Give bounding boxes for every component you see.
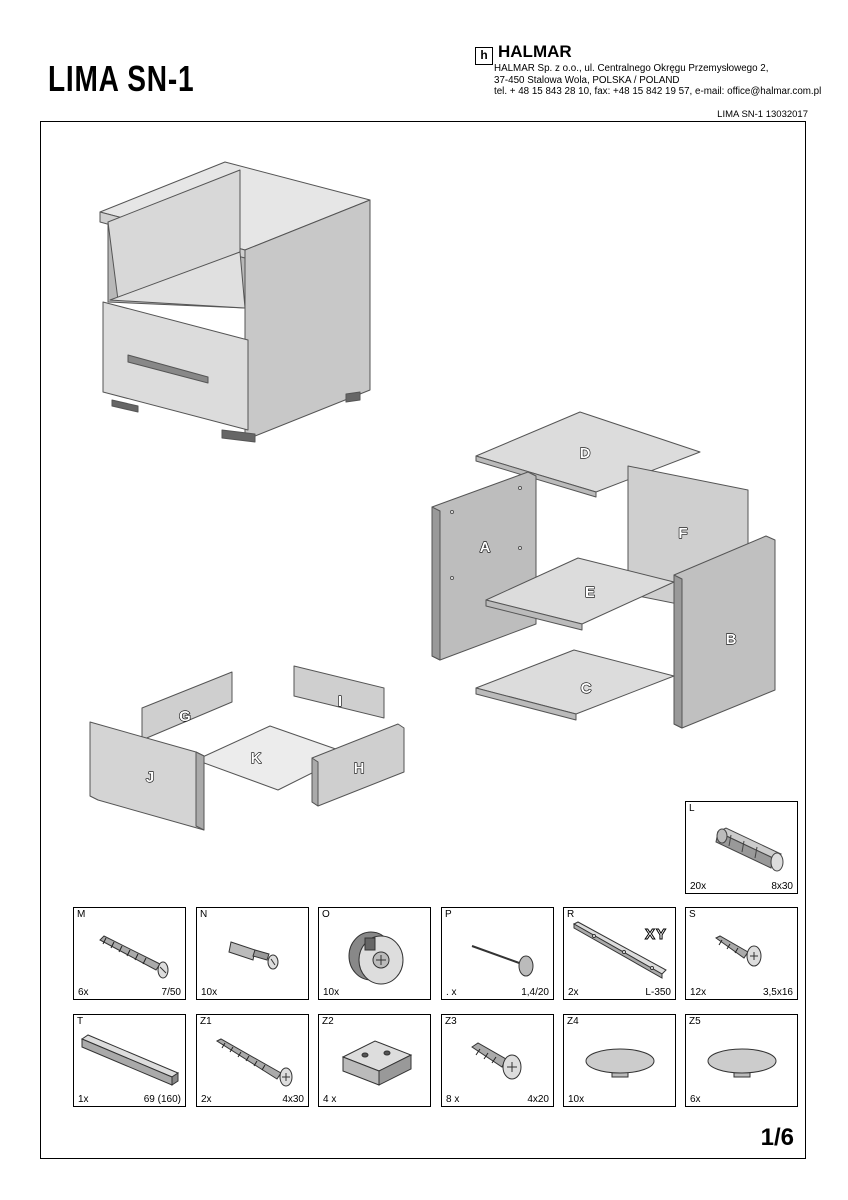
part-code: O (322, 909, 330, 920)
long-screw-icon (215, 1038, 293, 1087)
glide-pad-icon (585, 1048, 655, 1078)
connector-bolt-icon (228, 941, 279, 970)
part-box-n: N 10x (196, 907, 309, 1000)
glide-pad-icon (707, 1048, 777, 1078)
panel-label-e: E (585, 584, 595, 601)
part-box-z1: Z1 2x 4x30 (196, 1014, 309, 1107)
instruction-frame (40, 121, 806, 1159)
part-quantity: 10x (323, 987, 340, 998)
panel-label-j: J (146, 769, 154, 786)
handle-bar-icon (80, 1034, 180, 1086)
part-box-m: M 6x 7/50 (73, 907, 186, 1000)
part-quantity: 8 x (446, 1094, 460, 1105)
part-size: 69 (160) (143, 1094, 181, 1105)
part-code: P (445, 909, 452, 920)
part-code: M (77, 909, 86, 920)
part-quantity: 20x (690, 881, 707, 892)
part-size: 1,4/20 (521, 987, 549, 998)
part-box-l: L 20x 8x30 (685, 801, 798, 894)
panel-label-c: C (581, 680, 592, 697)
brand-name: h HALMAR (475, 42, 572, 65)
part-size: 3,5x16 (762, 987, 793, 998)
address-line: tel. + 48 15 843 28 10, fax: +48 15 842 … (494, 86, 822, 97)
part-code: R (567, 909, 575, 920)
exploded-drawer: G I K J H (89, 665, 405, 831)
part-box-r: R XY 2x L-350 (563, 907, 676, 1000)
part-code: Z3 (445, 1016, 457, 1027)
part-code: L (689, 803, 695, 814)
part-quantity: 12x (690, 987, 707, 998)
part-box-z2: Z2 4 x (318, 1014, 431, 1107)
flange-screw-icon (471, 1042, 522, 1080)
part-size: 8x30 (771, 881, 793, 892)
part-quantity: 2x (201, 1094, 212, 1105)
part-code: Z2 (322, 1016, 334, 1027)
panel-label-f: F (678, 525, 687, 542)
panel-label-k: K (251, 750, 262, 767)
panel-label-h: H (354, 760, 365, 777)
part-code: Z5 (689, 1016, 701, 1027)
confirmat-screw-icon (99, 935, 169, 979)
short-screw-icon (715, 935, 762, 967)
part-quantity: . x (446, 987, 457, 998)
halmar-logo-icon: h (475, 47, 493, 65)
part-box-z3: Z3 8 x 4x20 (441, 1014, 554, 1107)
part-box-z4: Z4 10x (563, 1014, 676, 1107)
part-code: N (200, 909, 208, 920)
part-code: Z1 (200, 1016, 212, 1027)
panel-label-d: D (580, 445, 591, 462)
part-box-o: O 10x (318, 907, 431, 1000)
company-address: HALMAR Sp. z o.o., ul. Centralnego Okręg… (494, 63, 821, 98)
part-code: T (77, 1016, 84, 1027)
part-box-t: T 1x 69 (160) (73, 1014, 186, 1107)
nail-icon (471, 945, 534, 977)
document-reference: LIMA SN-1 13032017 (717, 109, 808, 120)
document-title: LIMA SN-1 (48, 58, 195, 99)
part-quantity: 4 x (323, 1094, 337, 1105)
wooden-dowel-icon (715, 827, 784, 872)
panel-label-i: I (338, 693, 342, 710)
part-box-p: P . x 1,4/20 (441, 907, 554, 1000)
part-size: 4x20 (527, 1094, 549, 1105)
part-code: Z4 (567, 1016, 579, 1027)
runner-marking: XY (644, 926, 667, 944)
part-size: 4x30 (282, 1094, 304, 1105)
cam-lock-icon (348, 931, 404, 985)
exploded-carcass: D F A E C B (431, 411, 776, 729)
part-size: L-350 (645, 987, 671, 998)
panel-label-a: A (480, 539, 491, 556)
part-quantity: 2x (568, 987, 579, 998)
part-quantity: 6x (78, 987, 89, 998)
part-size: 7/50 (161, 987, 181, 998)
part-quantity: 10x (201, 987, 218, 998)
address-line: HALMAR Sp. z o.o., ul. Centralnego Okręg… (494, 63, 769, 74)
part-box-s: S 12x 3,5x16 (685, 907, 798, 1000)
address-line: 37-450 Stalowa Wola, POLSKA / POLAND (494, 74, 680, 86)
brand-label: HALMAR (498, 42, 572, 61)
part-quantity: 6x (690, 1094, 701, 1105)
assembled-nightstand (99, 161, 371, 443)
panel-label-b: B (726, 631, 737, 648)
panel-label-g: G (179, 708, 191, 725)
part-quantity: 1x (78, 1094, 89, 1105)
page-number: 1/6 (760, 1124, 794, 1151)
drawer-runner-icon (572, 921, 667, 979)
foot-block-icon (341, 1040, 413, 1086)
part-box-z5: Z5 6x (685, 1014, 798, 1107)
part-quantity: 10x (568, 1094, 585, 1105)
part-code: S (689, 909, 696, 920)
